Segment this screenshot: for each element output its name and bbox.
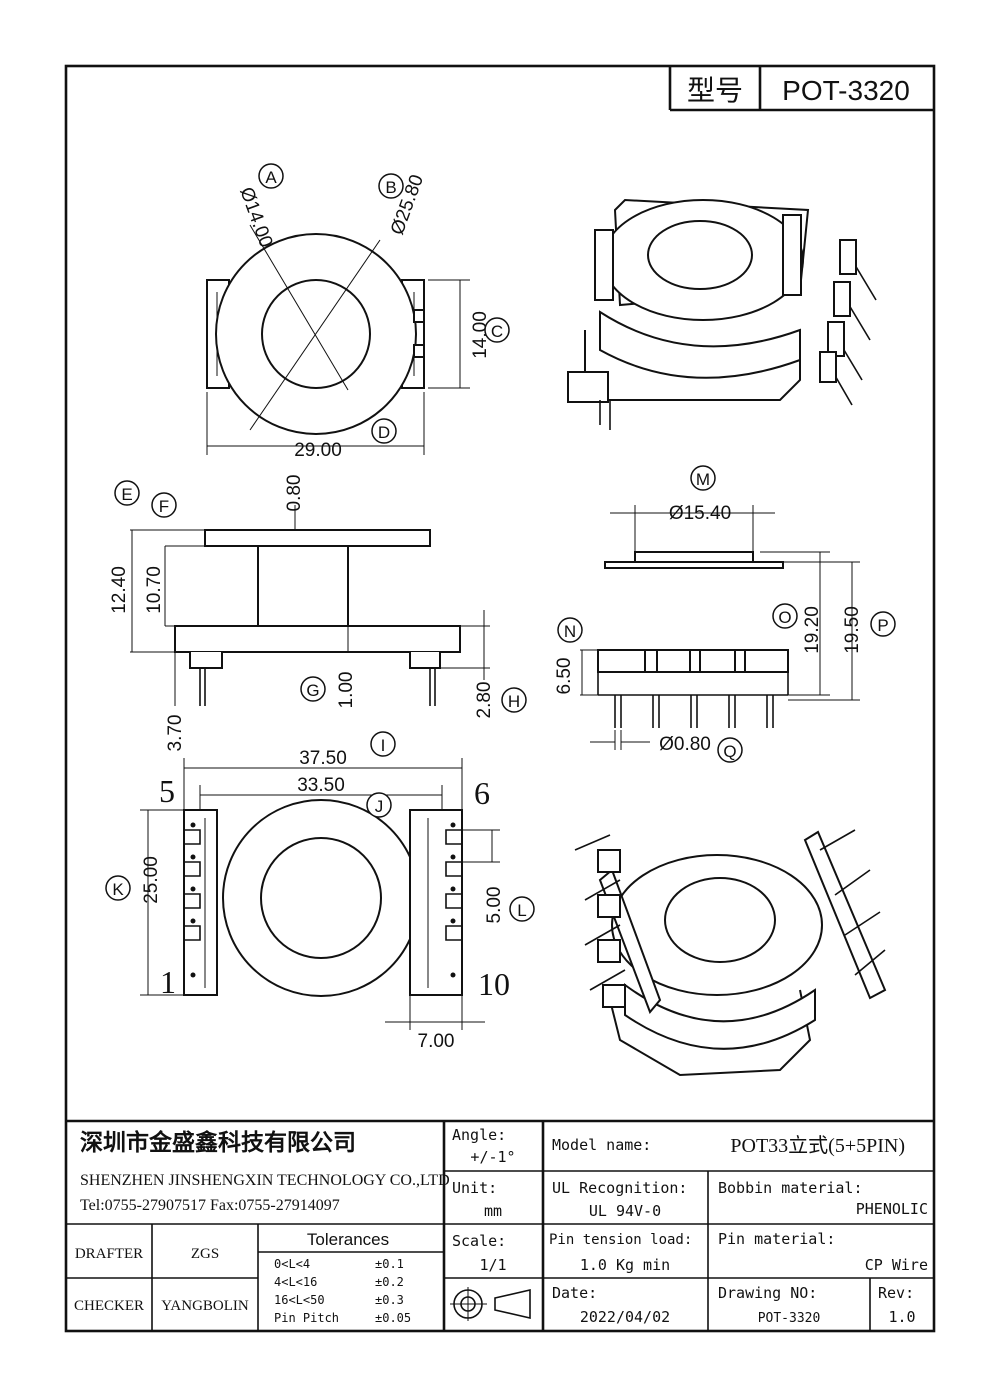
iso-view-top bbox=[567, 198, 877, 430]
marker-p: P bbox=[877, 616, 888, 635]
right-view bbox=[580, 505, 860, 750]
dim-i: 37.50 bbox=[299, 748, 347, 769]
bobbin-material-value: PHENOLIC bbox=[856, 1200, 928, 1218]
rev-value: 1.0 bbox=[888, 1308, 915, 1326]
dim-e: 12.40 bbox=[109, 566, 130, 614]
marker-m: M bbox=[696, 470, 710, 489]
dim-f: 10.70 bbox=[144, 566, 165, 614]
tolerance-value: ±0.1 bbox=[375, 1257, 404, 1271]
marker-f: F bbox=[159, 497, 169, 516]
tolerance-range: 0<L<4 bbox=[274, 1257, 310, 1271]
rev-label: Rev: bbox=[878, 1284, 914, 1302]
marker-l: L bbox=[517, 901, 526, 920]
dim-h: 2.80 bbox=[474, 682, 495, 719]
iso-view-bottom bbox=[574, 829, 887, 1077]
drawing-frame bbox=[64, 64, 936, 1333]
marker-h: H bbox=[508, 692, 520, 711]
tolerances-title: Tolerances bbox=[307, 1230, 389, 1249]
unit-label: Unit: bbox=[452, 1179, 497, 1197]
model-name-label: Model name: bbox=[552, 1136, 651, 1154]
marker-o: O bbox=[778, 608, 791, 627]
dim-q: Ø0.80 bbox=[659, 734, 711, 755]
ul-value: UL 94V-0 bbox=[589, 1202, 661, 1220]
pin-material-label: Pin material: bbox=[718, 1230, 835, 1248]
dim-o: 19.20 bbox=[802, 606, 823, 654]
marker-i: I bbox=[381, 736, 386, 755]
marker-j: J bbox=[375, 797, 384, 816]
dim-m: Ø15.40 bbox=[669, 503, 731, 524]
drawing-no-value: POT-3320 bbox=[758, 1311, 821, 1326]
dim-c: 14.00 bbox=[470, 311, 491, 359]
model-name-value: POT33立式(5+5PIN) bbox=[730, 1134, 905, 1157]
pin-number-10: 10 bbox=[478, 966, 510, 1002]
dim-l: 5.00 bbox=[484, 887, 505, 924]
dim-d: 29.00 bbox=[294, 440, 342, 461]
tolerance-range: 16<L<50 bbox=[274, 1293, 325, 1307]
pin-material-value: CP Wire bbox=[865, 1256, 928, 1274]
bobbin-material-label: Bobbin material: bbox=[718, 1179, 863, 1197]
dim-pin-length: 3.70 bbox=[165, 715, 186, 752]
pin-number-5: 5 bbox=[159, 773, 175, 809]
company-name-cn: 深圳市金盛鑫科技有限公司 bbox=[80, 1129, 356, 1155]
company-contact: Tel:0755-27907517 Fax:0755-27914097 bbox=[80, 1197, 340, 1214]
top-view bbox=[206, 224, 470, 455]
marker-b: B bbox=[385, 178, 396, 197]
dim-j: 33.50 bbox=[297, 775, 345, 796]
marker-g: G bbox=[306, 681, 319, 700]
tolerance-value: ±0.2 bbox=[375, 1275, 404, 1289]
dim-w: 7.00 bbox=[418, 1031, 455, 1052]
checker-label: CHECKER bbox=[74, 1298, 144, 1314]
pin-tension-label: Pin tension load: bbox=[549, 1232, 692, 1248]
dim-f-top: 0.80 bbox=[284, 475, 305, 512]
tolerances-table: 0<L<4 ±0.1 4<L<16 ±0.2 16<L<50 ±0.3 Pin … bbox=[274, 1257, 411, 1325]
marker-a: A bbox=[265, 168, 277, 187]
pin-tension-value: 1.0 Kg min bbox=[580, 1256, 670, 1274]
scale-label: Scale: bbox=[452, 1232, 506, 1250]
side-view bbox=[130, 505, 490, 706]
dim-a: Ø14.00 bbox=[235, 185, 276, 251]
unit-value: mm bbox=[484, 1202, 502, 1220]
marker-q: Q bbox=[723, 742, 736, 761]
pin-number-1: 1 bbox=[160, 964, 176, 1000]
marker-k: K bbox=[112, 880, 124, 899]
company-name-en: SHENZHEN JINSHENGXIN TECHNOLOGY CO.,LTD bbox=[80, 1172, 450, 1189]
tolerance-range: Pin Pitch bbox=[274, 1311, 339, 1325]
type-label: 型号 bbox=[687, 75, 743, 106]
dim-p: 19.50 bbox=[842, 606, 863, 654]
title-block bbox=[66, 1119, 934, 1331]
drawing-no-label: Drawing NO: bbox=[718, 1284, 817, 1302]
marker-e: E bbox=[121, 485, 132, 504]
drafter-label: DRAFTER bbox=[75, 1246, 143, 1262]
marker-d: D bbox=[378, 423, 390, 442]
tolerance-value: ±0.3 bbox=[375, 1293, 404, 1307]
bottom-view bbox=[140, 758, 500, 1030]
scale-value: 1/1 bbox=[479, 1256, 506, 1274]
checker-value: YANGBOLIN bbox=[161, 1298, 249, 1314]
marker-c: C bbox=[491, 322, 503, 341]
angle-value: +/-1° bbox=[470, 1148, 515, 1166]
angle-label: Angle: bbox=[452, 1126, 506, 1144]
dim-k: 25.00 bbox=[141, 856, 162, 904]
tolerance-range: 4<L<16 bbox=[274, 1275, 317, 1289]
marker-n: N bbox=[564, 622, 576, 641]
date-value: 2022/04/02 bbox=[580, 1308, 670, 1326]
dim-n: 6.50 bbox=[554, 658, 575, 695]
tolerance-value: ±0.05 bbox=[375, 1311, 411, 1325]
drafter-value: ZGS bbox=[191, 1246, 219, 1262]
date-label: Date: bbox=[552, 1284, 597, 1302]
pin-number-6: 6 bbox=[474, 775, 490, 811]
model-code: POT-3320 bbox=[782, 75, 910, 106]
ul-label: UL Recognition: bbox=[552, 1179, 687, 1197]
dim-g: 1.00 bbox=[336, 672, 357, 709]
